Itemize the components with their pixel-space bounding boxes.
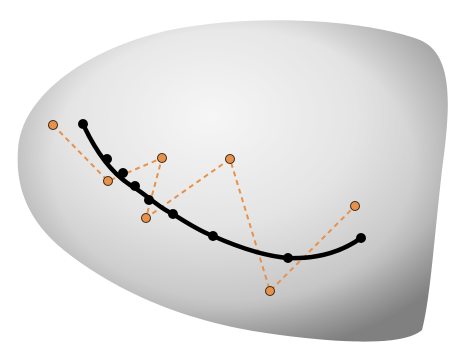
curve-node <box>102 154 112 164</box>
surface-shading <box>17 20 448 342</box>
curve-node <box>283 253 293 263</box>
control-point <box>265 286 275 296</box>
curve-nodes <box>78 119 366 263</box>
control-point <box>103 176 113 186</box>
control-point <box>225 154 235 164</box>
control-point <box>48 120 58 130</box>
curve-node <box>208 231 218 241</box>
control-points <box>48 120 360 296</box>
curve-node <box>78 119 88 129</box>
fitted-curve <box>80 121 364 261</box>
curve-node <box>118 168 128 178</box>
curve-node <box>144 195 154 205</box>
control-point <box>157 153 167 163</box>
control-point <box>350 201 360 211</box>
curve-node <box>130 181 140 191</box>
curve-node <box>168 209 178 219</box>
control-point <box>141 213 151 223</box>
curve-node <box>356 233 366 243</box>
